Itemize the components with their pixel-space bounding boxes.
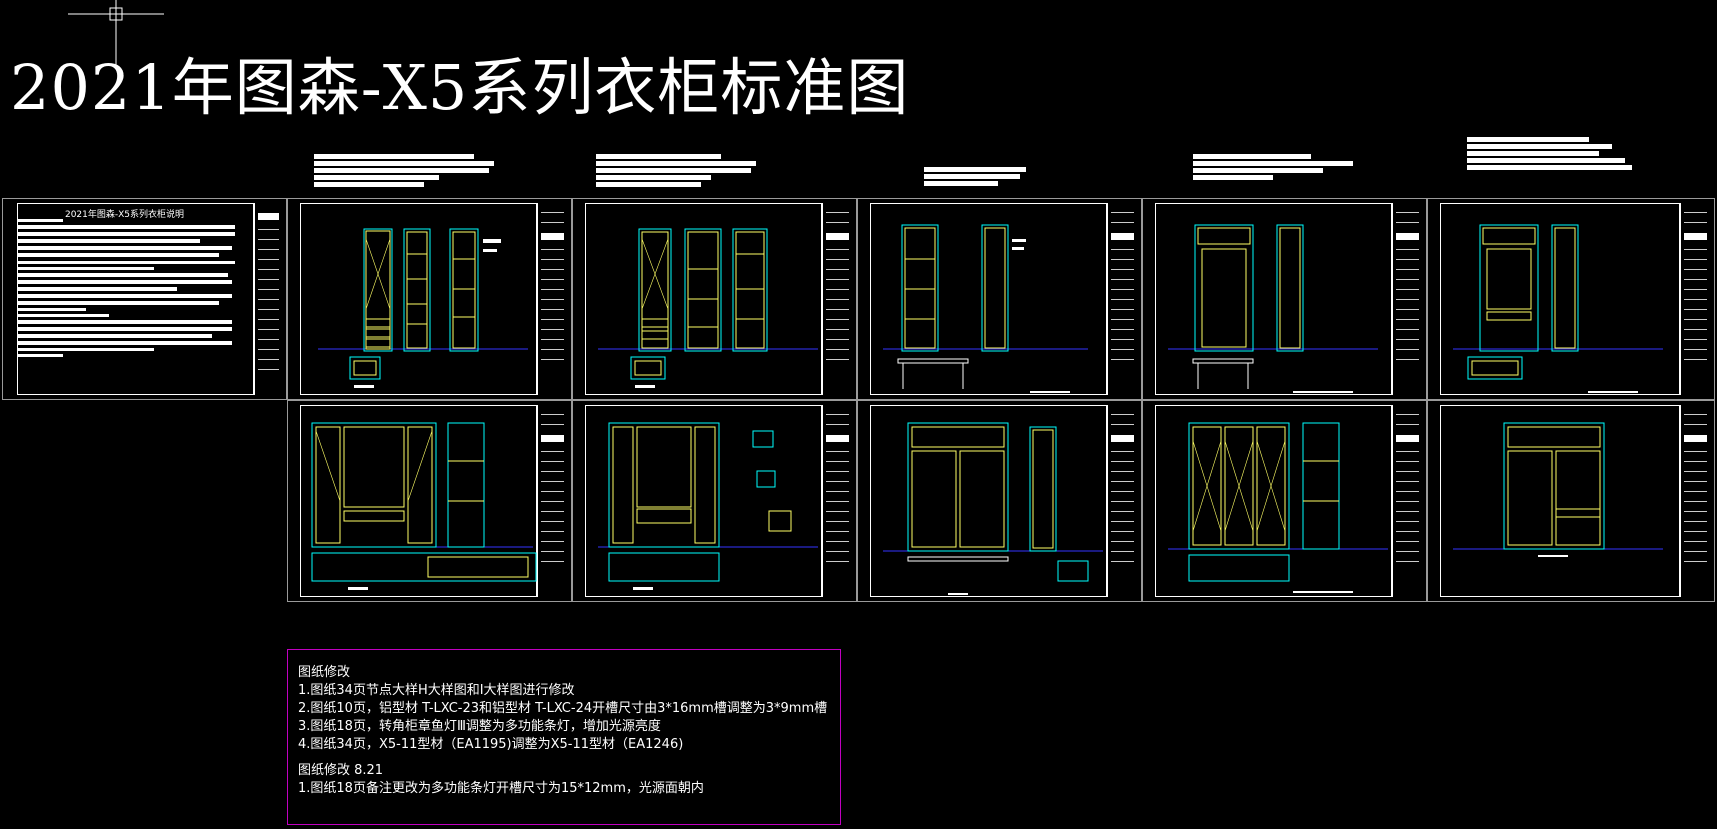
wardrobe-elevation-drawing	[598, 422, 818, 590]
wardrobe-elevation-drawing	[318, 228, 528, 388]
sheet-label-bars	[596, 154, 756, 189]
wardrobe-elevation-drawing	[1168, 224, 1378, 393]
drawing-sheet[interactable]	[857, 400, 1142, 602]
title-block	[254, 203, 282, 395]
title-block	[537, 203, 567, 395]
drawing-sheet[interactable]	[1142, 400, 1427, 602]
drawing-sheet[interactable]	[287, 400, 572, 602]
drawing-sheet[interactable]	[572, 198, 857, 400]
notes-heading: 图纸修改 8.21	[298, 763, 384, 778]
note-item: 4.图纸34页，X5-11型材（EA1195)调整为X5-11型材（EA1246…	[298, 737, 684, 752]
sheet-label-bars	[1467, 137, 1632, 172]
drawing-title: 2021年图森-X5系列衣柜标准图	[10, 51, 910, 124]
drawing-sheet[interactable]	[1427, 400, 1715, 602]
note-item: 1.图纸18页备注更改为多功能条灯开槽尺寸为15*12mm，光源面朝内	[298, 781, 704, 796]
title-block	[1107, 405, 1137, 597]
spec-text-lines	[17, 219, 246, 360]
wardrobe-elevation-drawing	[1453, 224, 1663, 393]
title-block	[1392, 203, 1422, 395]
title-block	[822, 405, 852, 597]
sheet-label-bars	[924, 167, 1034, 188]
wardrobe-elevation-drawing	[883, 224, 1088, 393]
title-block	[1107, 203, 1137, 395]
drawing-sheet[interactable]	[572, 400, 857, 602]
title-block	[1680, 203, 1710, 395]
wardrobe-elevation-drawing	[883, 422, 1103, 595]
sheet-label-bars	[314, 154, 494, 189]
wardrobe-elevation-drawing	[1453, 422, 1663, 557]
drawing-sheet[interactable]	[857, 198, 1142, 400]
drawing-sheet[interactable]	[1142, 198, 1427, 400]
spec-sheet[interactable]: 2021年图森-X5系列衣柜说明	[2, 198, 287, 400]
notes-heading: 图纸修改	[298, 665, 351, 680]
crosshair-cursor-icon	[68, 0, 164, 66]
drawing-sheet[interactable]	[287, 198, 572, 400]
sheet-label-bars	[1193, 154, 1353, 182]
title-block	[537, 405, 567, 597]
revision-notes[interactable]: 图纸修改 1.图纸34页节点大样H大样图和I大样图进行修改 2.图纸10页，铝型…	[287, 649, 841, 825]
note-item: 2.图纸10页，铝型材 T-LXC-23和铝型材 T-LXC-24开槽尺寸由3*…	[298, 701, 828, 716]
note-item: 1.图纸34页节点大样H大样图和I大样图进行修改	[298, 683, 575, 698]
wardrobe-elevation-drawing	[598, 228, 818, 388]
wardrobe-elevation-drawing	[1168, 422, 1388, 593]
spec-sheet-title: 2021年图森-X5系列衣柜说明	[64, 210, 185, 220]
title-block	[1392, 405, 1422, 597]
title-block	[822, 203, 852, 395]
wardrobe-elevation-drawing	[311, 422, 537, 590]
note-item: 3.图纸18页，转角柜章鱼灯Ⅲ调整为多功能条灯，增加光源亮度	[298, 719, 661, 734]
title-block	[1680, 405, 1710, 597]
drawing-sheet[interactable]	[1427, 198, 1715, 400]
